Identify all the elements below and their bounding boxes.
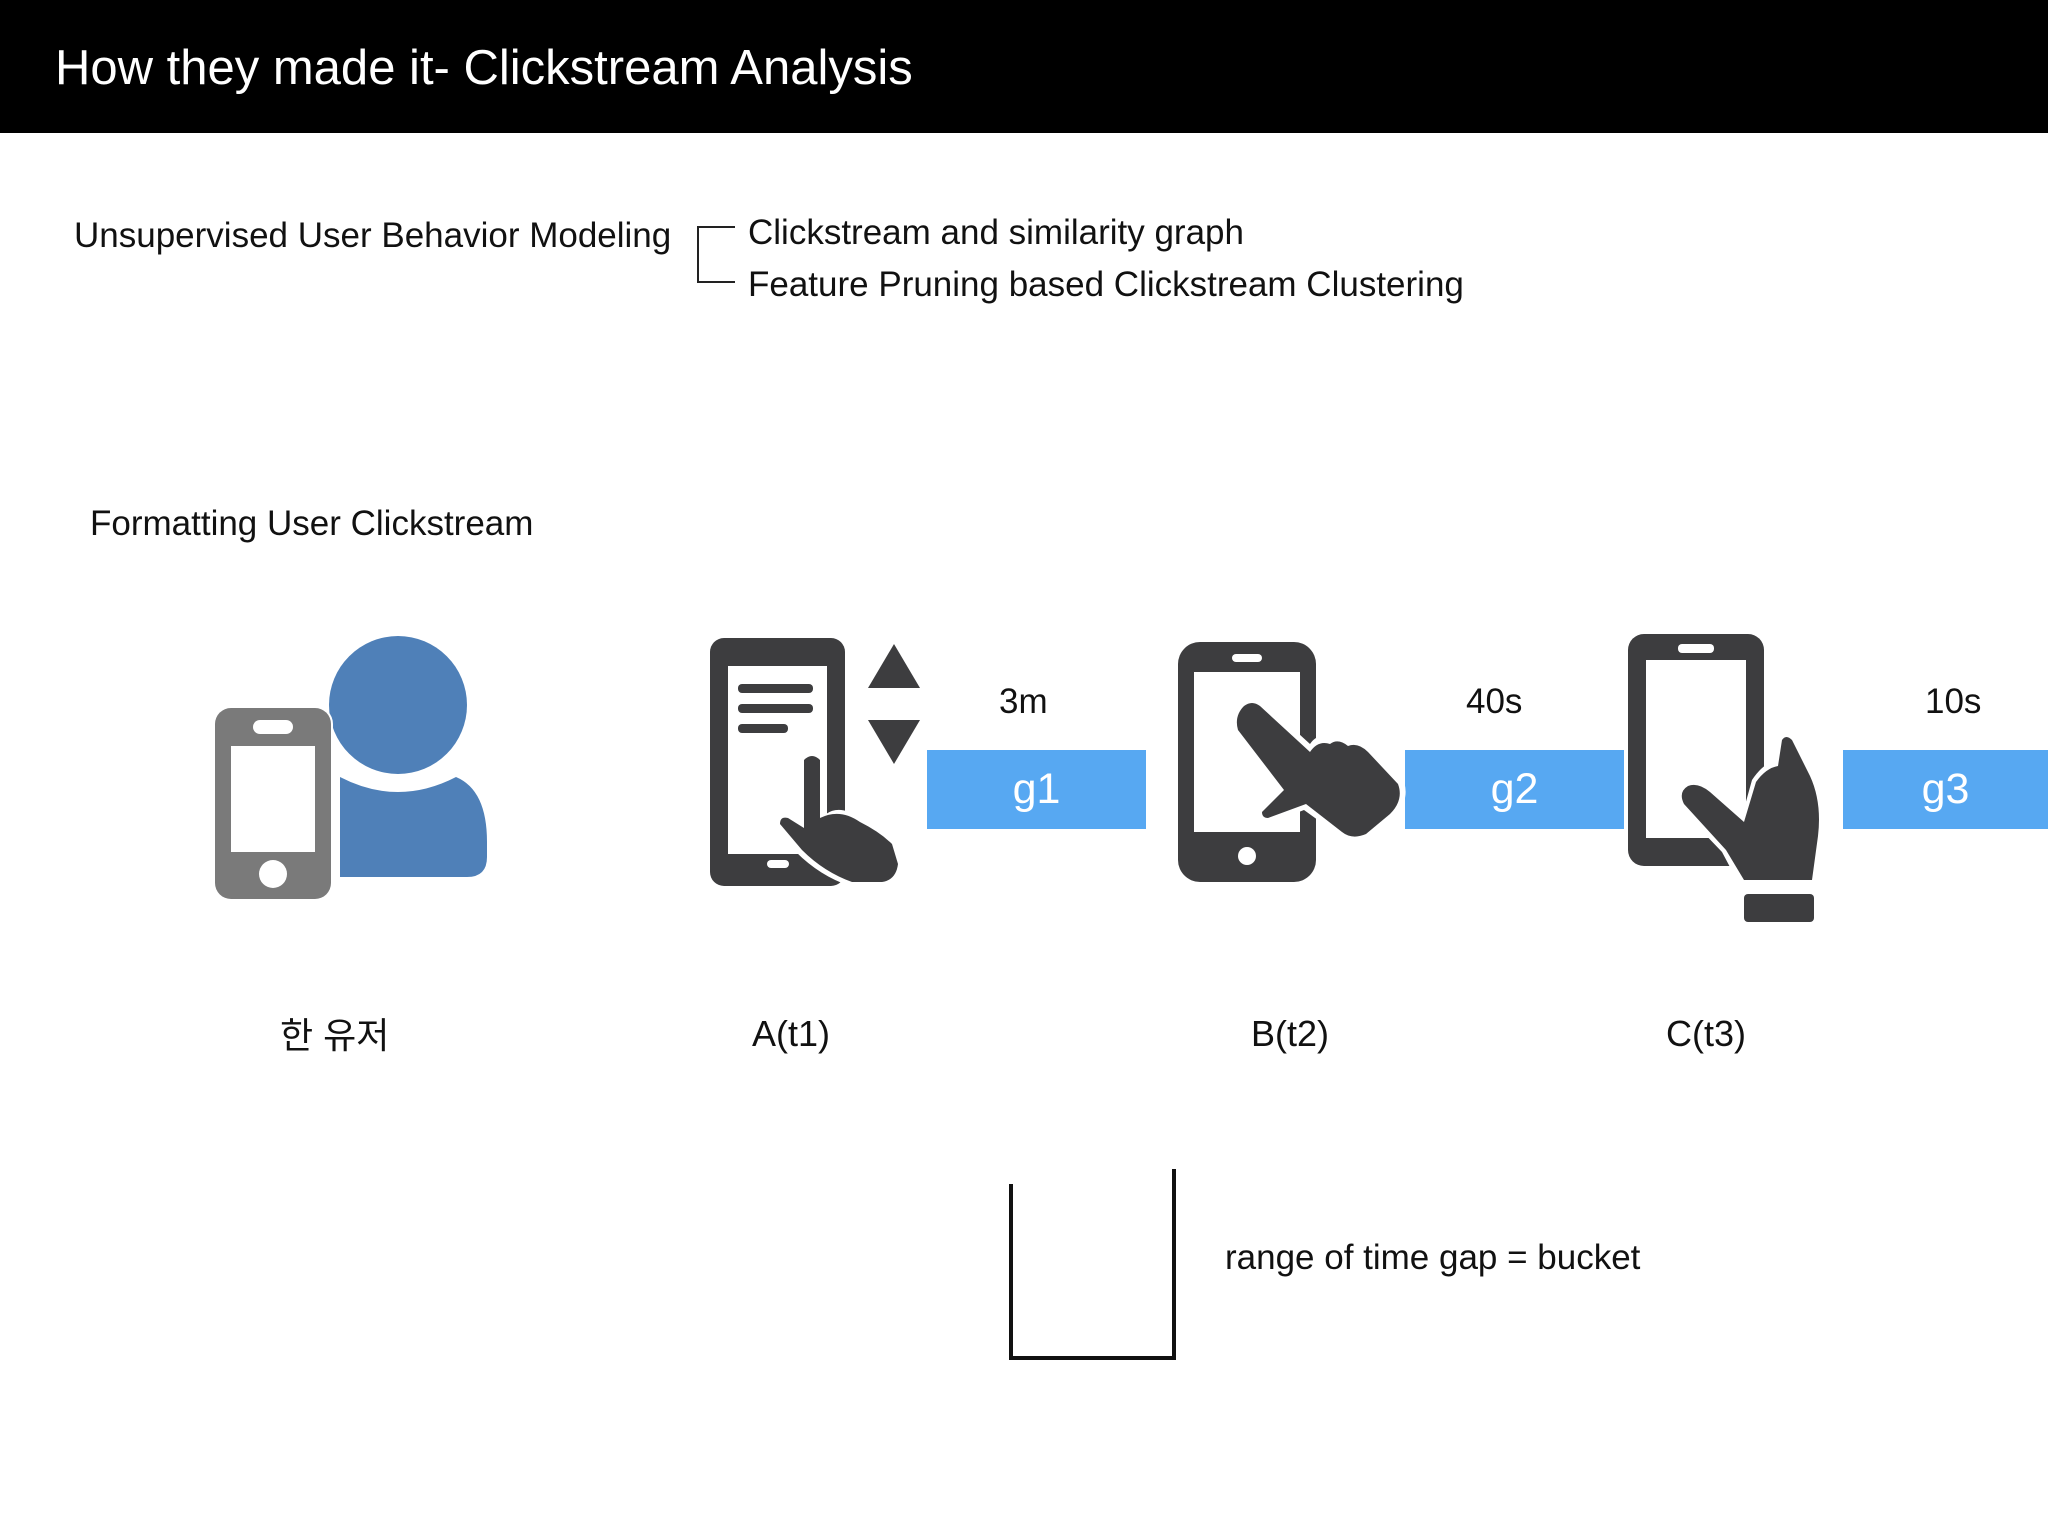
gap-bar-g2: g2 [1405,750,1624,829]
bucket-icon [1009,1169,1176,1360]
gap-time-g2: 40s [1466,682,1523,721]
gap-time-g1: 3m [999,682,1048,721]
bracket-vertical [697,226,699,283]
user-with-phone-icon [213,636,487,901]
gap-label-g1: g1 [1012,765,1061,813]
phone-in-hand-icon [1628,634,1825,922]
gap-time-g3: 10s [1925,682,1982,721]
step-label-c: C(t3) [1666,1013,1746,1054]
formatting-title: Formatting User Clickstream [90,504,534,543]
step-label-b: B(t2) [1251,1013,1330,1054]
gap-label-g3: g3 [1921,765,1970,813]
gap-bar-g3: g3 [1843,750,2048,829]
step-label-user: 한 유저 [280,1015,390,1056]
modeling-item-1: Clickstream and similarity graph [748,213,1244,252]
bracket-top-arm [697,226,735,228]
phone-tap-icon [1178,642,1406,882]
gap-bar-g1: g1 [927,750,1146,829]
modeling-item-2: Feature Pruning based Clickstream Cluste… [748,265,1464,304]
step-label-a: A(t1) [752,1013,831,1054]
gap-label-g2: g2 [1490,765,1539,813]
bucket-label: range of time gap = bucket [1225,1238,1641,1277]
bracket-bottom-arm [697,281,735,283]
page-title: How they made it- Clickstream Analysis [55,41,913,95]
modeling-label: Unsupervised User Behavior Modeling [74,216,672,255]
phone-scroll-icon [710,638,920,886]
header-bar: How they made it- Clickstream Analysis [0,0,2048,133]
